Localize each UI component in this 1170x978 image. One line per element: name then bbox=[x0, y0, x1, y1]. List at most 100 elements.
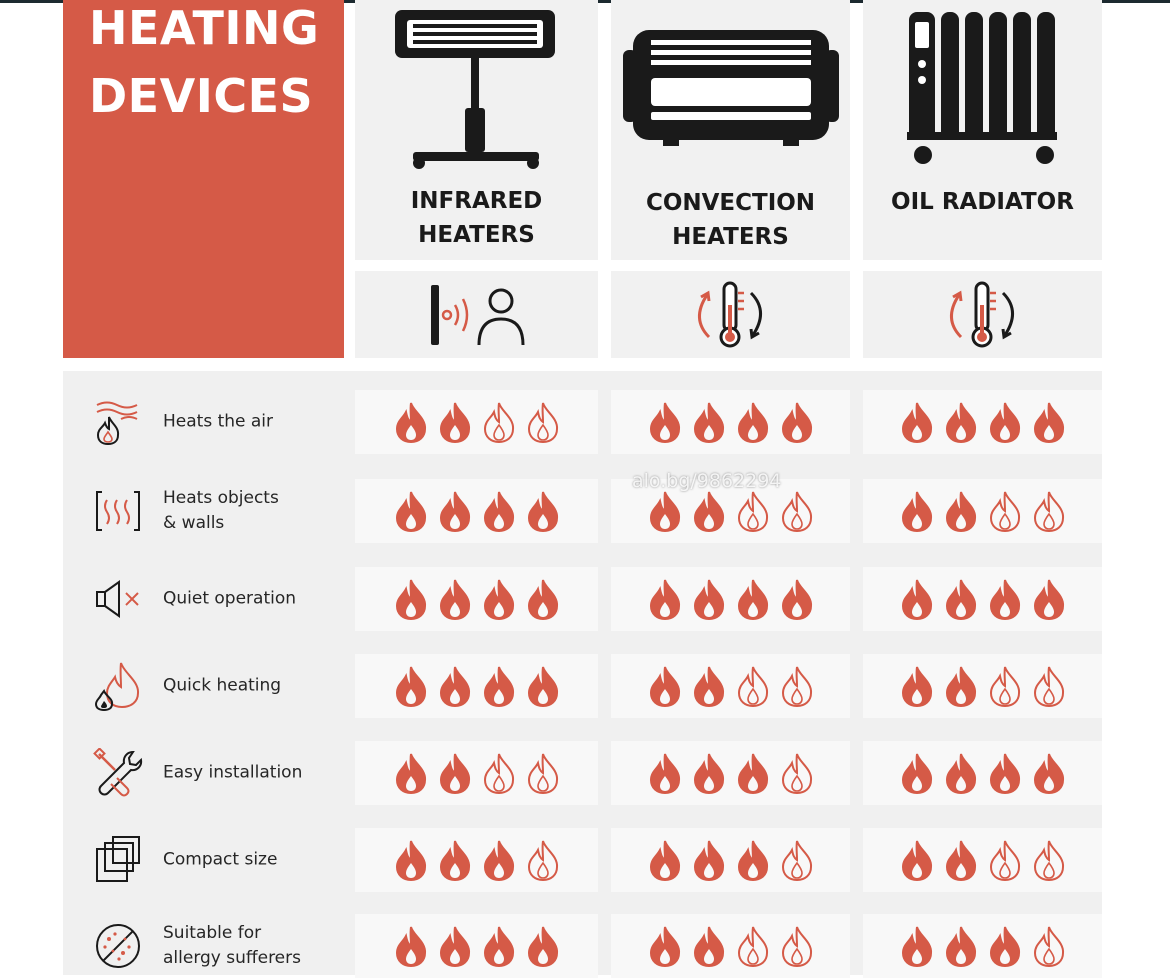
rating-cell bbox=[863, 741, 1102, 805]
column-title-oil-radiator: OIL RADIATOR bbox=[863, 185, 1102, 219]
flame-filled-icon bbox=[527, 579, 558, 620]
rating-cell bbox=[611, 479, 850, 543]
flame-empty-icon bbox=[483, 753, 514, 794]
flame-filled-icon bbox=[483, 491, 514, 532]
row-label: Compact size bbox=[63, 828, 353, 892]
flame-filled-icon bbox=[649, 666, 680, 707]
flame-empty-icon bbox=[781, 491, 812, 532]
rating-cell bbox=[611, 741, 850, 805]
flame-empty-icon bbox=[527, 402, 558, 443]
rating-cell bbox=[863, 828, 1102, 892]
radiant-panel-icon bbox=[93, 486, 143, 536]
watermark: alo.bg/9862294 bbox=[632, 470, 782, 492]
flame-filled-icon bbox=[649, 491, 680, 532]
stacked-squares-icon bbox=[93, 835, 143, 885]
rating-cell bbox=[863, 567, 1102, 631]
row-label: Easy installation bbox=[63, 741, 353, 805]
rating-cell bbox=[355, 654, 598, 718]
flame-filled-icon bbox=[901, 579, 932, 620]
flame-empty-icon bbox=[527, 753, 558, 794]
rating-cell bbox=[355, 479, 598, 543]
row-label: Suitable for allergy sufferers bbox=[63, 914, 353, 978]
flame-filled-icon bbox=[1033, 579, 1064, 620]
flame-empty-icon bbox=[1033, 491, 1064, 532]
flame-rating bbox=[355, 665, 598, 707]
column-header-oil-radiator: OIL RADIATOR bbox=[863, 0, 1102, 260]
flame-empty-icon bbox=[989, 491, 1020, 532]
title-line-1: HEATING bbox=[89, 1, 320, 55]
flame-filled-icon bbox=[693, 926, 724, 967]
flame-filled-icon bbox=[693, 753, 724, 794]
flame-rating bbox=[863, 578, 1102, 620]
flame-rating bbox=[355, 578, 598, 620]
row-label: Heats objects & walls bbox=[63, 479, 353, 543]
flame-rating bbox=[355, 401, 598, 443]
flame-rating bbox=[863, 490, 1102, 532]
flame-filled-icon bbox=[439, 579, 470, 620]
flame-rating bbox=[611, 839, 850, 881]
flame-rating bbox=[355, 925, 598, 967]
flame-filled-icon bbox=[649, 402, 680, 443]
air-heat-icon bbox=[93, 397, 143, 447]
flame-empty-icon bbox=[989, 840, 1020, 881]
flame-empty-icon bbox=[527, 840, 558, 881]
heat-type-cell-infrared bbox=[355, 271, 598, 358]
flame-rating bbox=[863, 839, 1102, 881]
rating-cell bbox=[355, 828, 598, 892]
flame-rating bbox=[611, 490, 850, 532]
column-title-line-2: HEATERS bbox=[672, 224, 789, 250]
flame-filled-icon bbox=[483, 840, 514, 881]
rating-cell bbox=[611, 914, 850, 978]
flame-empty-icon bbox=[781, 753, 812, 794]
flame-filled-icon bbox=[781, 579, 812, 620]
rating-cell bbox=[355, 390, 598, 454]
flame-filled-icon bbox=[989, 753, 1020, 794]
column-title-line-2: HEATERS bbox=[418, 222, 535, 248]
flame-filled-icon bbox=[901, 753, 932, 794]
flame-filled-icon bbox=[527, 926, 558, 967]
convection-heater-icon bbox=[623, 30, 839, 146]
radiant-heat-person-icon bbox=[430, 284, 524, 345]
flame-filled-icon bbox=[945, 753, 976, 794]
heat-type-cell-convection bbox=[611, 271, 850, 358]
flame-rating bbox=[863, 925, 1102, 967]
flame-filled-icon bbox=[781, 402, 812, 443]
flame-filled-icon bbox=[395, 753, 426, 794]
column-title-line-1: OIL RADIATOR bbox=[891, 189, 1074, 215]
flame-filled-icon bbox=[693, 666, 724, 707]
flame-filled-icon bbox=[649, 926, 680, 967]
wrench-screwdriver-icon bbox=[93, 747, 143, 798]
rating-cell bbox=[863, 390, 1102, 454]
flame-filled-icon bbox=[693, 840, 724, 881]
row-label: Heats the air bbox=[63, 390, 353, 454]
flame-filled-icon bbox=[439, 402, 470, 443]
flame-filled-icon bbox=[737, 402, 768, 443]
flame-empty-icon bbox=[781, 926, 812, 967]
row-label: Quiet operation bbox=[63, 567, 353, 631]
flame-filled-icon bbox=[989, 402, 1020, 443]
flame-rating bbox=[355, 839, 598, 881]
quick-flame-icon bbox=[93, 661, 143, 712]
flame-filled-icon bbox=[1033, 753, 1064, 794]
flame-filled-icon bbox=[945, 666, 976, 707]
flame-filled-icon bbox=[945, 579, 976, 620]
flame-filled-icon bbox=[395, 579, 426, 620]
flame-filled-icon bbox=[901, 840, 932, 881]
flame-empty-icon bbox=[1033, 840, 1064, 881]
flame-filled-icon bbox=[527, 666, 558, 707]
rating-cell bbox=[611, 654, 850, 718]
rating-cell bbox=[355, 741, 598, 805]
flame-filled-icon bbox=[693, 579, 724, 620]
flame-rating bbox=[863, 401, 1102, 443]
thermometer-circulation-icon bbox=[697, 281, 762, 347]
no-allergen-icon bbox=[93, 921, 143, 971]
column-title-convection: CONVECTION HEATERS bbox=[611, 186, 850, 254]
rating-cell bbox=[863, 654, 1102, 718]
column-title-line-1: CONVECTION bbox=[645, 190, 816, 216]
flame-filled-icon bbox=[901, 491, 932, 532]
flame-rating bbox=[863, 665, 1102, 707]
flame-empty-icon bbox=[989, 666, 1020, 707]
flame-empty-icon bbox=[737, 491, 768, 532]
flame-filled-icon bbox=[483, 579, 514, 620]
